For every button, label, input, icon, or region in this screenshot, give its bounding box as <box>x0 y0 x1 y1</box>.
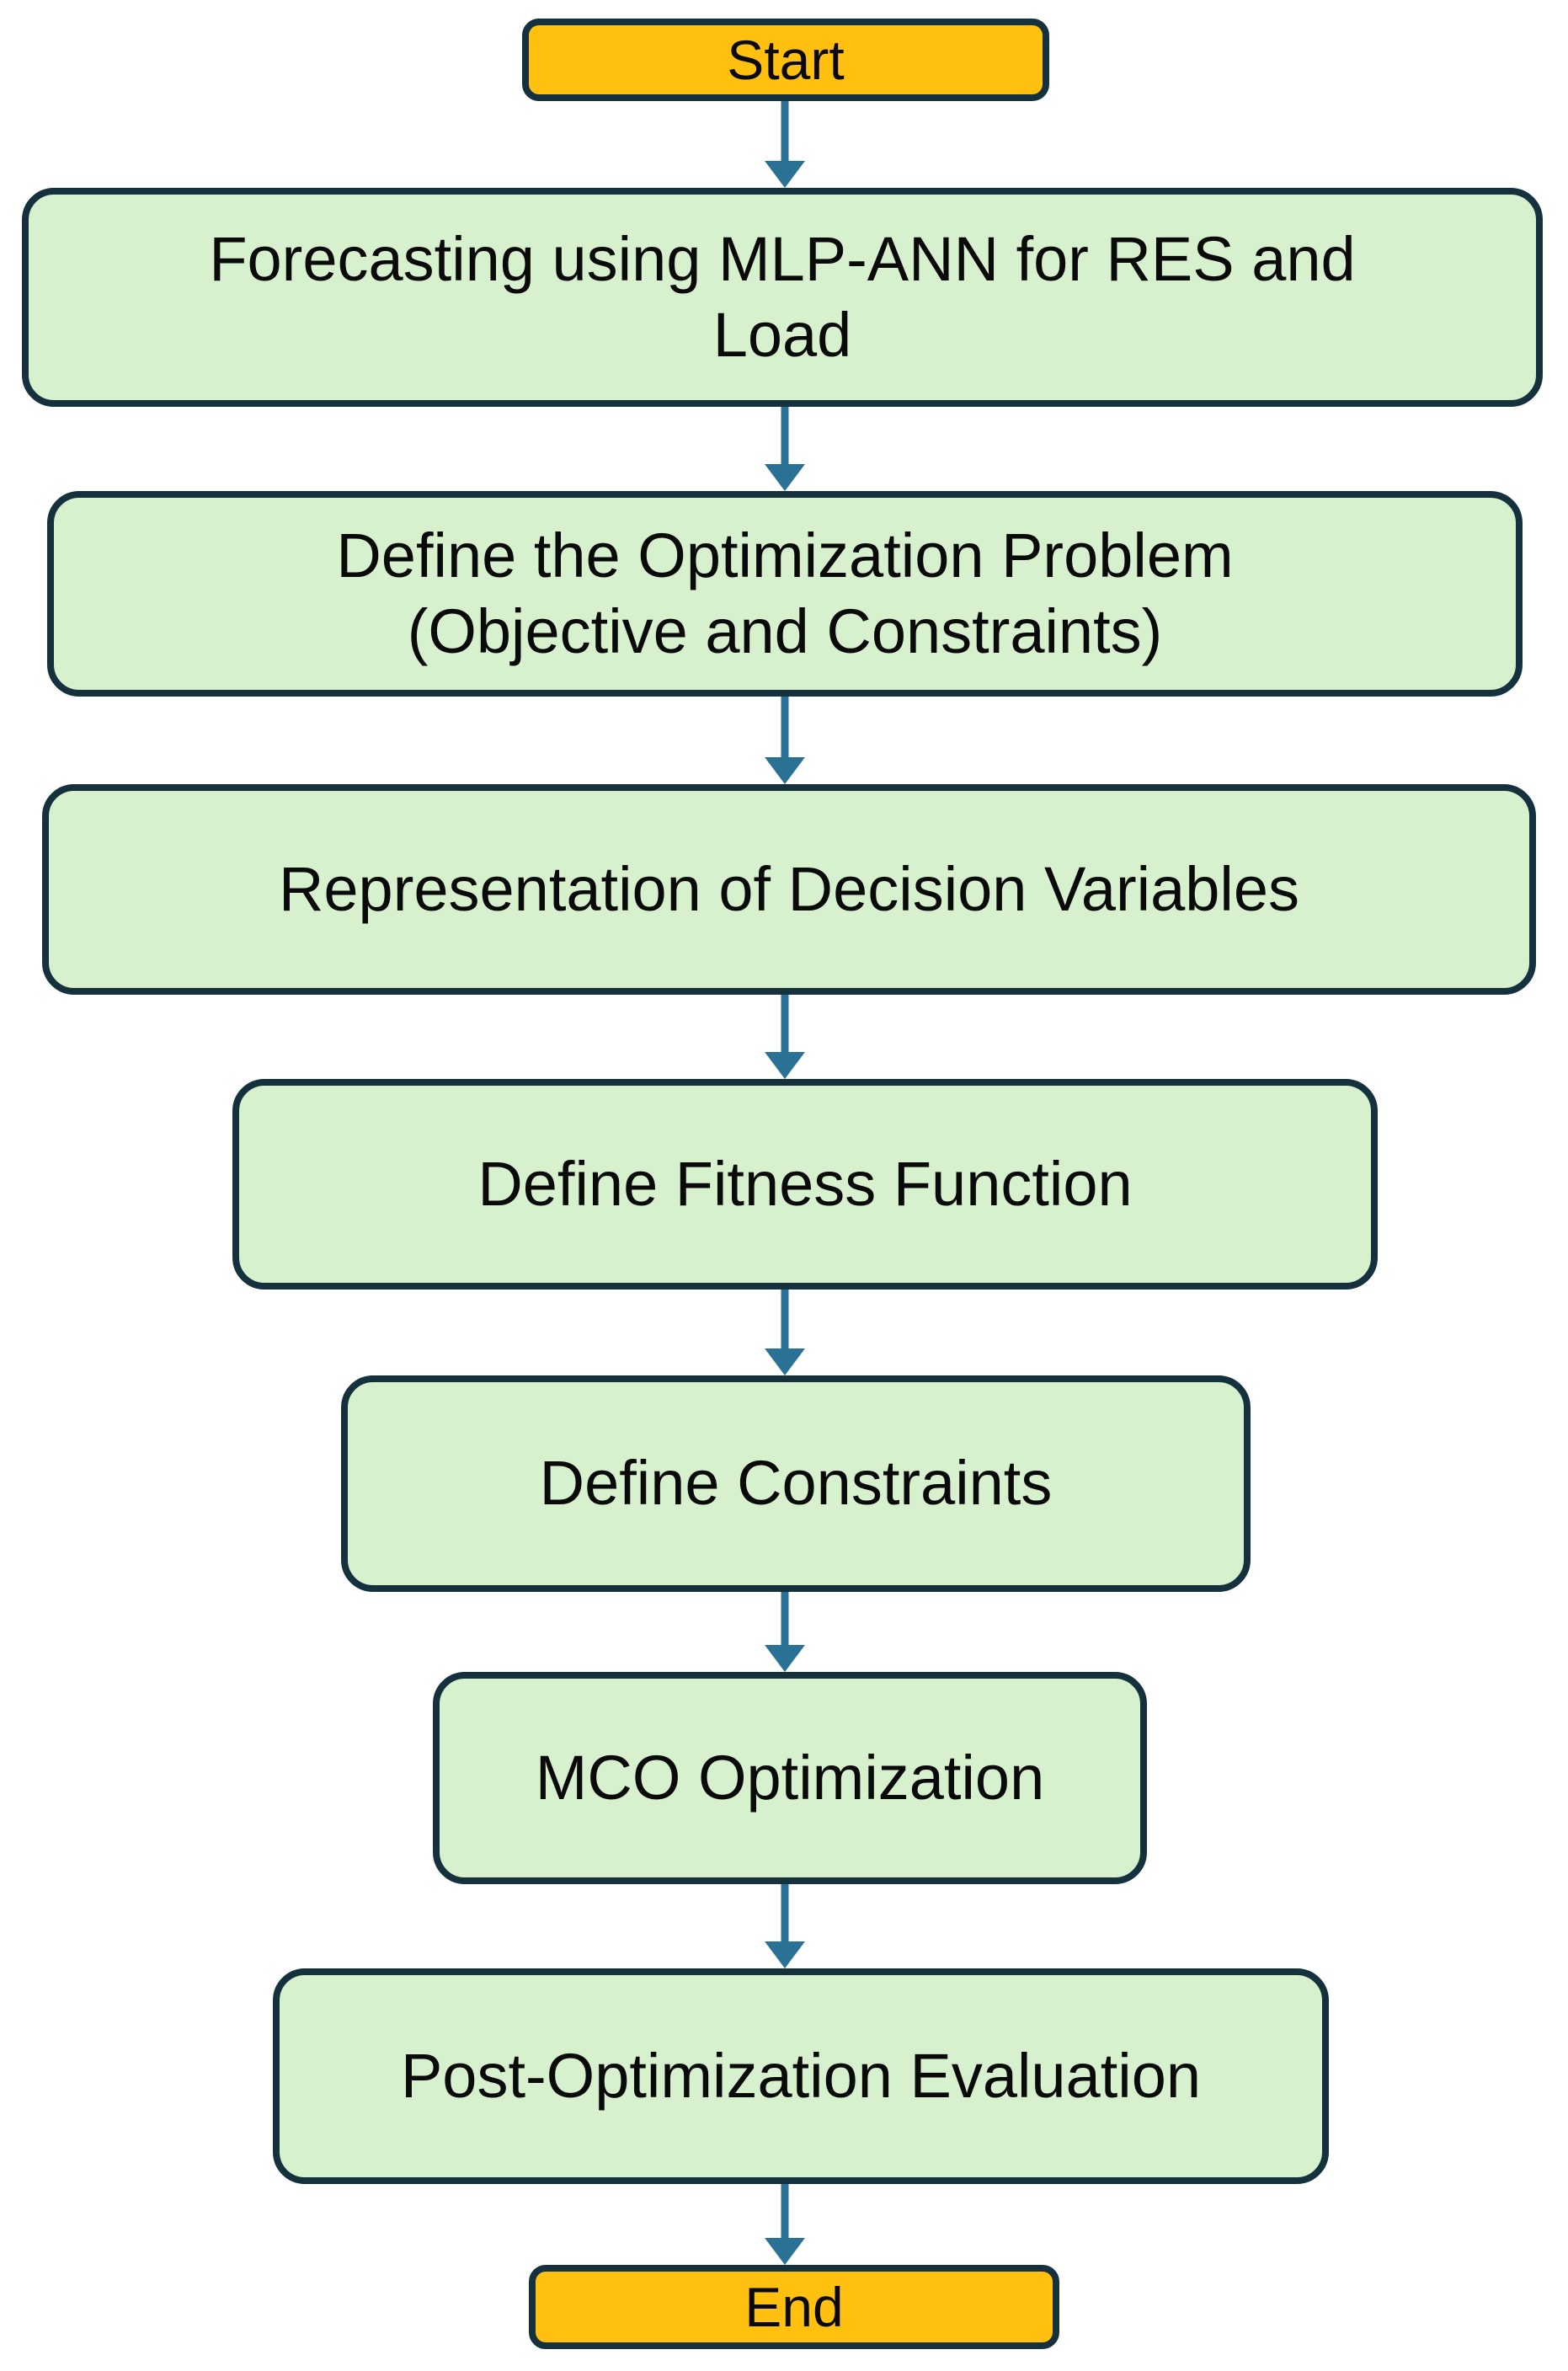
node-forecasting-mlp-ann: Forecasting using MLP-ANN for RES and Lo… <box>22 188 1543 407</box>
node-forecasting-label-line2: Load <box>712 300 852 370</box>
arrow-start-to-forecasting <box>765 101 805 188</box>
node-end: End <box>529 2265 1059 2349</box>
node-end-label: End <box>744 2275 844 2338</box>
node-problem-label-line1: Define the Optimization Problem <box>336 520 1234 590</box>
arrow-post-optimization-to-end <box>765 2184 805 2265</box>
node-define-constraints: Define Constraints <box>341 1375 1251 1592</box>
arrow-forecasting-to-problem <box>765 407 805 491</box>
node-fitness-label: Define Fitness Function <box>477 1148 1133 1219</box>
arrow-problem-to-representation <box>765 697 805 784</box>
node-constraints-label: Define Constraints <box>539 1448 1053 1519</box>
node-start: Start <box>522 19 1049 101</box>
node-representation-label: Representation of Decision Variables <box>278 853 1300 924</box>
node-define-optimization-problem: Define the Optimization Problem (Objecti… <box>47 491 1523 697</box>
node-representation-of-decision-variables: Representation of Decision Variables <box>42 784 1536 995</box>
arrow-fitness-to-constraints <box>765 1290 805 1375</box>
arrow-representation-to-fitness <box>765 995 805 1079</box>
node-forecasting-label-line1: Forecasting using MLP-ANN for RES and <box>209 223 1356 294</box>
node-mco-optimization: MCO Optimization <box>433 1672 1147 1884</box>
node-mco-label: MCO Optimization <box>535 1742 1045 1813</box>
node-start-label: Start <box>727 28 845 91</box>
node-post-optimization-label: Post-Optimization Evaluation <box>400 2040 1202 2111</box>
arrow-constraints-to-mco <box>765 1592 805 1672</box>
arrow-mco-to-post-optimization <box>765 1884 805 1968</box>
node-post-optimization-evaluation: Post-Optimization Evaluation <box>273 1968 1329 2184</box>
node-problem-label-line2: (Objective and Constraints) <box>407 596 1163 666</box>
node-define-fitness-function: Define Fitness Function <box>232 1079 1378 1290</box>
